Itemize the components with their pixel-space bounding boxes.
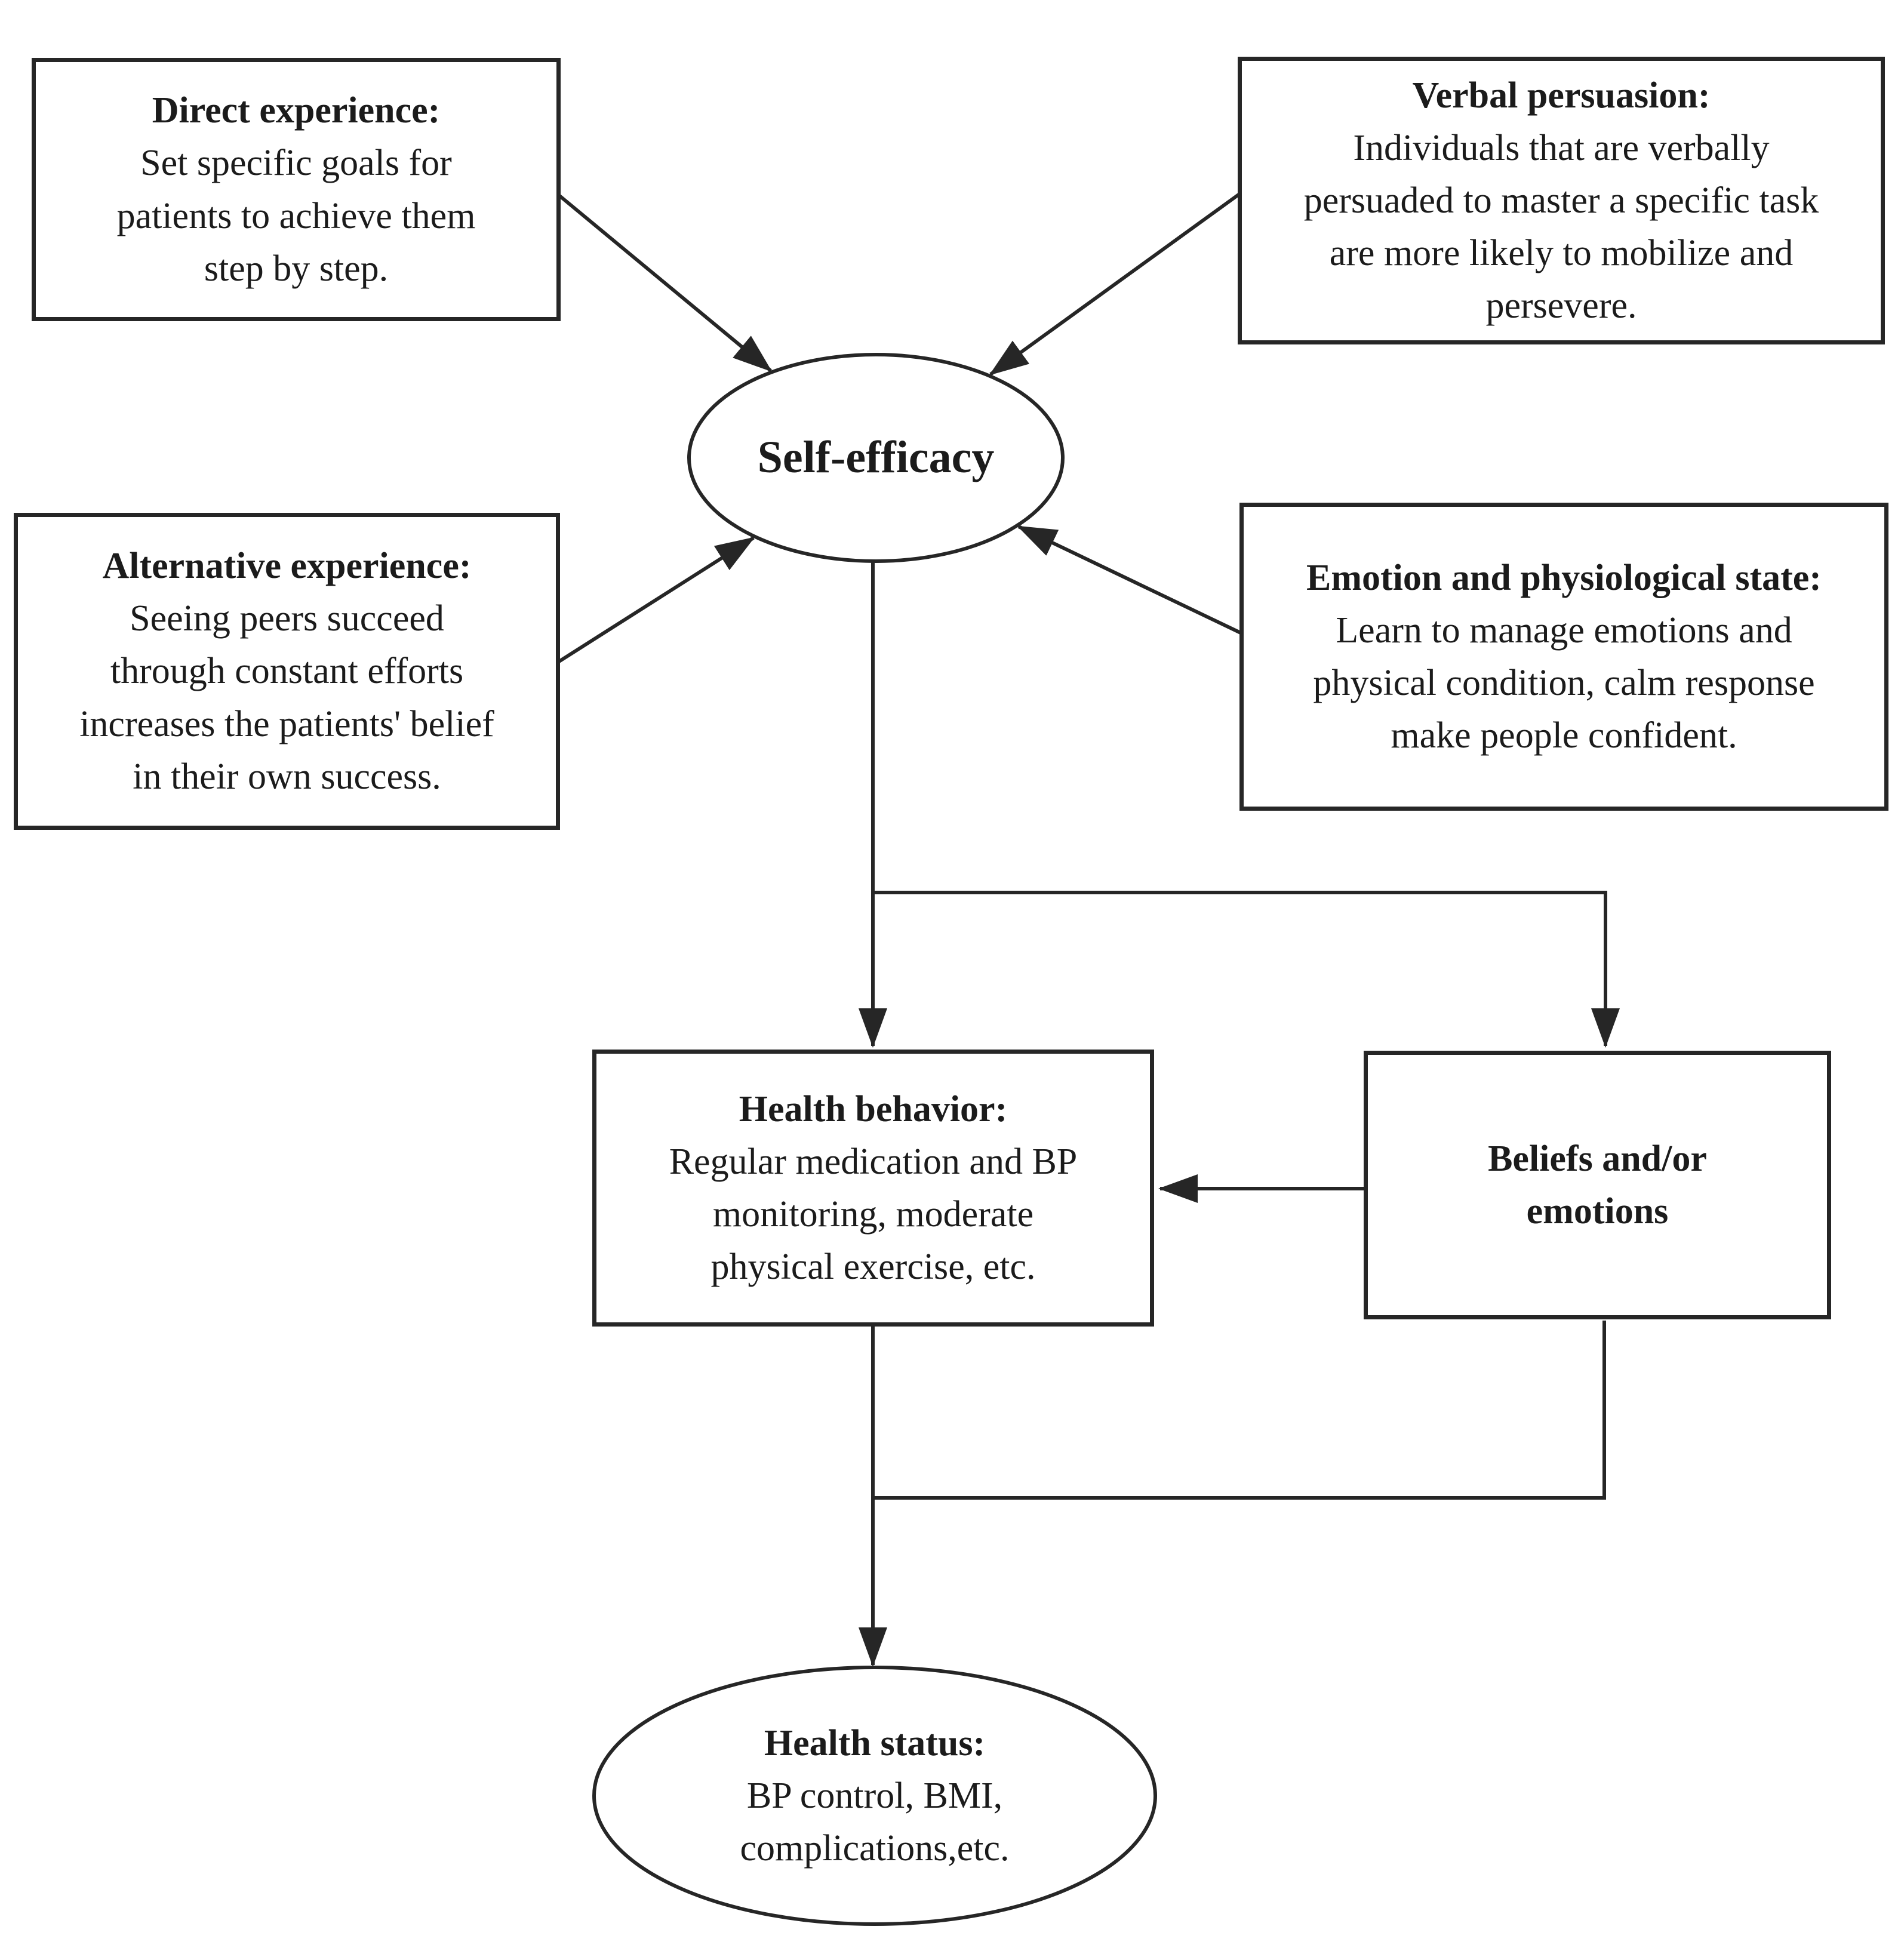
box-alternative-experience: Alternative experience: Seeing peers suc… (14, 513, 560, 830)
box-health-behavior: Health behavior: Regular medication and … (592, 1050, 1154, 1327)
ellipse-self-efficacy: Self-efficacy (689, 355, 1063, 561)
box-health-behavior-title: Health behavior: (739, 1088, 1008, 1130)
box-verbal-persuasion: Verbal persuasion: Individuals that are … (1238, 57, 1885, 344)
box-verbal-persuasion-title: Verbal persuasion: (1412, 75, 1711, 116)
health-status-ellipse-shape (592, 1666, 1157, 1926)
box-health-behavior-body: Regular medication and BP monitoring, mo… (669, 1141, 1078, 1288)
box-emotion-physiological-state-title: Emotion and physiological state: (1306, 557, 1822, 598)
arrow-emotion-state-to-self-efficacy (1017, 525, 1244, 636)
box-direct-experience: Direct experience: Set specific goals fo… (32, 58, 561, 321)
ellipse-self-efficacy-title: Self-efficacy (757, 432, 995, 483)
ellipse-health-status-body: BP control, BMI, complications,etc. (740, 1775, 1010, 1869)
box-verbal-persuasion-body: Individuals that are verbally persuaded … (1303, 127, 1819, 327)
box-emotion-physiological-state: Emotion and physiological state: Learn t… (1239, 503, 1888, 811)
self-efficacy-ellipse-shape (687, 353, 1065, 563)
box-beliefs-emotions-title: Beliefs and/or emotions (1488, 1138, 1707, 1232)
line-beliefs-to-junction (871, 1321, 1606, 1500)
box-direct-experience-body: Set specific goals for patients to achie… (116, 143, 476, 289)
box-direct-experience-title: Direct experience: (152, 90, 441, 131)
ellipse-health-status-title: Health status: (764, 1722, 986, 1764)
arrow-verbal-persuasion-to-self-efficacy (989, 190, 1243, 376)
arrow-alternative-experience-to-self-efficacy (554, 536, 755, 666)
arrow-direct-experience-to-self-efficacy (554, 190, 773, 373)
box-alternative-experience-title: Alternative experience: (102, 546, 472, 587)
arrow-self-efficacy-to-beliefs (873, 891, 1620, 1048)
box-emotion-physiological-state-body: Learn to manage emotions and physical co… (1313, 610, 1815, 756)
box-beliefs-emotions: Beliefs and/or emotions (1364, 1051, 1831, 1319)
ellipse-health-status: Health status: BP control, BMI, complica… (594, 1667, 1155, 1924)
box-alternative-experience-body: Seeing peers succeed through constant ef… (79, 598, 494, 797)
